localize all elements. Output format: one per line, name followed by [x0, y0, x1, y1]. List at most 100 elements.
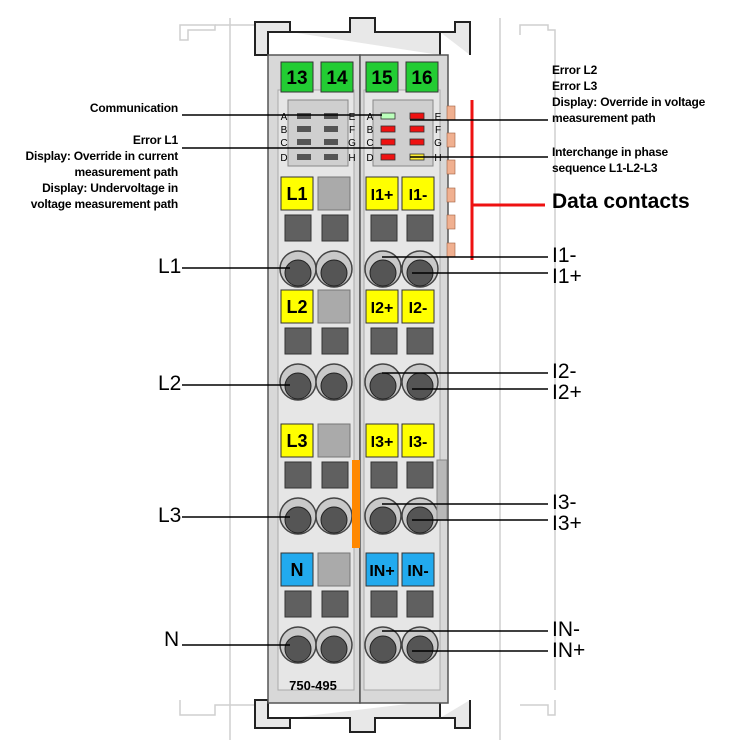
led-letter-right-module-A: A — [367, 112, 374, 123]
outer-label-n: N — [164, 628, 180, 651]
terminal-label-text-L3: L3 — [286, 431, 307, 451]
annotation-error-l2: Error L2 — [552, 63, 598, 77]
top-terminal-label-16 — [405, 61, 439, 93]
clamp-hole-0-1 — [320, 259, 348, 287]
outer-label-in-minus: IN- — [552, 618, 580, 641]
outer-label-i1-plus: I1+ — [552, 265, 582, 288]
terminal-label-text-IN+: IN+ — [369, 563, 394, 580]
terminal-label-IN+ — [365, 552, 399, 587]
right-led-0-a — [380, 112, 396, 120]
actuator-1-0 — [284, 327, 312, 355]
actuator-0-1 — [321, 214, 349, 242]
top-terminal-label-14 — [320, 61, 354, 93]
actuator-1-2 — [370, 327, 398, 355]
data-contact-pad-3 — [446, 187, 456, 203]
left-led-2-a — [297, 139, 311, 145]
annotation-sequence: sequence L1-L2-L3 — [552, 161, 658, 175]
actuator-2-1 — [321, 461, 349, 489]
terminal-label-I3+ — [365, 423, 399, 458]
actuator-0-2 — [370, 214, 398, 242]
clamp-hole-2-0 — [284, 506, 312, 534]
annotation-data-contacts: Data contacts — [552, 190, 690, 213]
right-led-2-a — [380, 138, 396, 146]
outer-label-l1: L1 — [158, 255, 182, 278]
actuator-2-2 — [370, 461, 398, 489]
annotation-error-l1-block: Error L1 Display: Override in current me… — [0, 132, 179, 212]
led-letter-left-module-F: F — [349, 125, 355, 136]
terminal-label-text-N: N — [291, 560, 304, 580]
data-contact-pad-1 — [446, 132, 456, 148]
terminal-blank-1 — [317, 289, 351, 324]
actuator-0-3 — [406, 214, 434, 242]
model-number: 750-495 — [289, 678, 337, 693]
terminal-label-L1 — [280, 176, 314, 211]
actuator-2-0 — [284, 461, 312, 489]
top-clip — [254, 17, 471, 56]
left-led-3-a — [297, 154, 311, 160]
annotation-error-l2-block: Error L2 Error L3 Display: Override in v… — [552, 62, 742, 126]
terminal-label-text-L2: L2 — [286, 297, 307, 317]
top-terminal-label-15 — [365, 61, 399, 93]
annotation-interchange: Interchange in phase — [552, 145, 669, 159]
right-side-slot — [436, 459, 448, 521]
top-terminal-number-14: 14 — [326, 68, 348, 89]
clamp-hole-2-2 — [369, 506, 397, 534]
terminal-label-text-I1-: I1- — [409, 187, 428, 204]
led-letter-right-module-B: B — [367, 125, 374, 136]
right-led-3-a — [380, 153, 396, 161]
annotation-voltage-path: voltage measurement path — [30, 197, 178, 211]
led-letter-E: E — [435, 112, 442, 123]
annotation-interchange-block: Interchange in phase sequence L1-L2-L3 — [552, 144, 742, 176]
outer-label-i3-minus: I3- — [552, 491, 577, 514]
led-letter-F: F — [435, 125, 441, 136]
outer-label-i1-minus: I1- — [552, 244, 577, 267]
led-letter-G: G — [434, 138, 442, 149]
terminal-label-text-I3+: I3+ — [371, 434, 394, 451]
outer-label-in-plus: IN+ — [552, 639, 586, 662]
actuator-1-3 — [406, 327, 434, 355]
right-led-1-b — [409, 125, 425, 133]
top-terminal-number-15: 15 — [371, 68, 393, 89]
left-led-1-a — [297, 126, 311, 132]
clamp-hole-2-1 — [320, 506, 348, 534]
clamp-hole-3-1 — [320, 635, 348, 663]
clamp-hole-1-0 — [284, 372, 312, 400]
annotation-measurement-path-2: measurement path — [552, 111, 656, 125]
outer-label-i2-plus: I2+ — [552, 381, 582, 404]
terminal-label-text-IN-: IN- — [407, 563, 428, 580]
led-letter-left-module-G: G — [348, 138, 356, 149]
data-contact-pad-2 — [446, 159, 456, 175]
terminal-label-text-I3-: I3- — [409, 434, 428, 451]
bottom-clip — [254, 699, 471, 733]
top-terminal-number-16: 16 — [411, 68, 432, 89]
annotation-measurement-path: measurement path — [74, 165, 179, 179]
actuator-0-0 — [284, 214, 312, 242]
outer-label-l3: L3 — [158, 504, 182, 527]
annotation-override-current: Display: Override in current — [25, 149, 179, 163]
actuator-3-3 — [406, 590, 434, 618]
annotation-error-l1: Error L1 — [132, 133, 178, 147]
led-letter-A: A — [281, 112, 288, 123]
terminal-label-text-L1: L1 — [286, 184, 307, 204]
led-letter-right-module-D: D — [366, 153, 373, 164]
annotation-undervoltage: Display: Undervoltage in — [42, 181, 178, 195]
clamp-hole-3-2 — [369, 635, 397, 663]
terminal-label-I1- — [401, 176, 435, 211]
terminal-label-I1+ — [365, 176, 399, 211]
actuator-3-2 — [370, 590, 398, 618]
top-terminal-label-13 — [280, 61, 314, 93]
terminal-blank-2 — [317, 423, 351, 458]
data-contact-pad-4 — [446, 214, 456, 230]
led-letter-B: B — [281, 125, 288, 136]
clamp-hole-1-2 — [369, 372, 397, 400]
left-led-2-b — [324, 139, 338, 145]
terminal-label-L2 — [280, 289, 314, 324]
annotation-override-voltage: Display: Override in voltage — [552, 95, 706, 109]
left-led-0-b — [324, 113, 338, 119]
annotation-communication: Communication — [89, 101, 178, 115]
terminal-label-I2+ — [365, 289, 399, 324]
orange-slider — [352, 460, 360, 548]
led-letter-right-module-C: C — [366, 138, 373, 149]
